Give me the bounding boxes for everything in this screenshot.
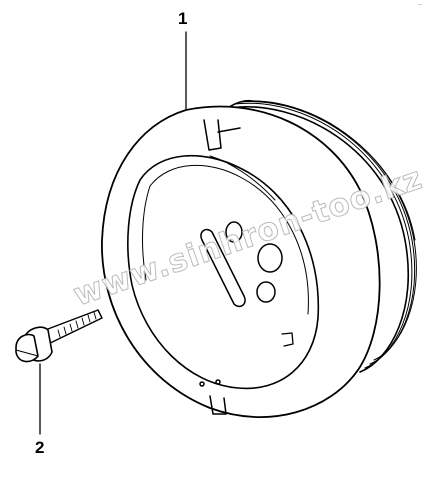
rim-notch-right <box>281 332 294 347</box>
part-callout-1: 1 <box>178 9 188 28</box>
hub-holes <box>199 221 283 387</box>
leader-lines <box>39 31 187 435</box>
hub-slot <box>200 228 246 308</box>
part-callout-2: 2 <box>35 438 45 457</box>
bolt <box>15 309 103 363</box>
rim-notch-top <box>203 119 241 151</box>
corner-mark: ~ <box>418 2 423 9</box>
rim-notch-bottom <box>209 395 227 415</box>
